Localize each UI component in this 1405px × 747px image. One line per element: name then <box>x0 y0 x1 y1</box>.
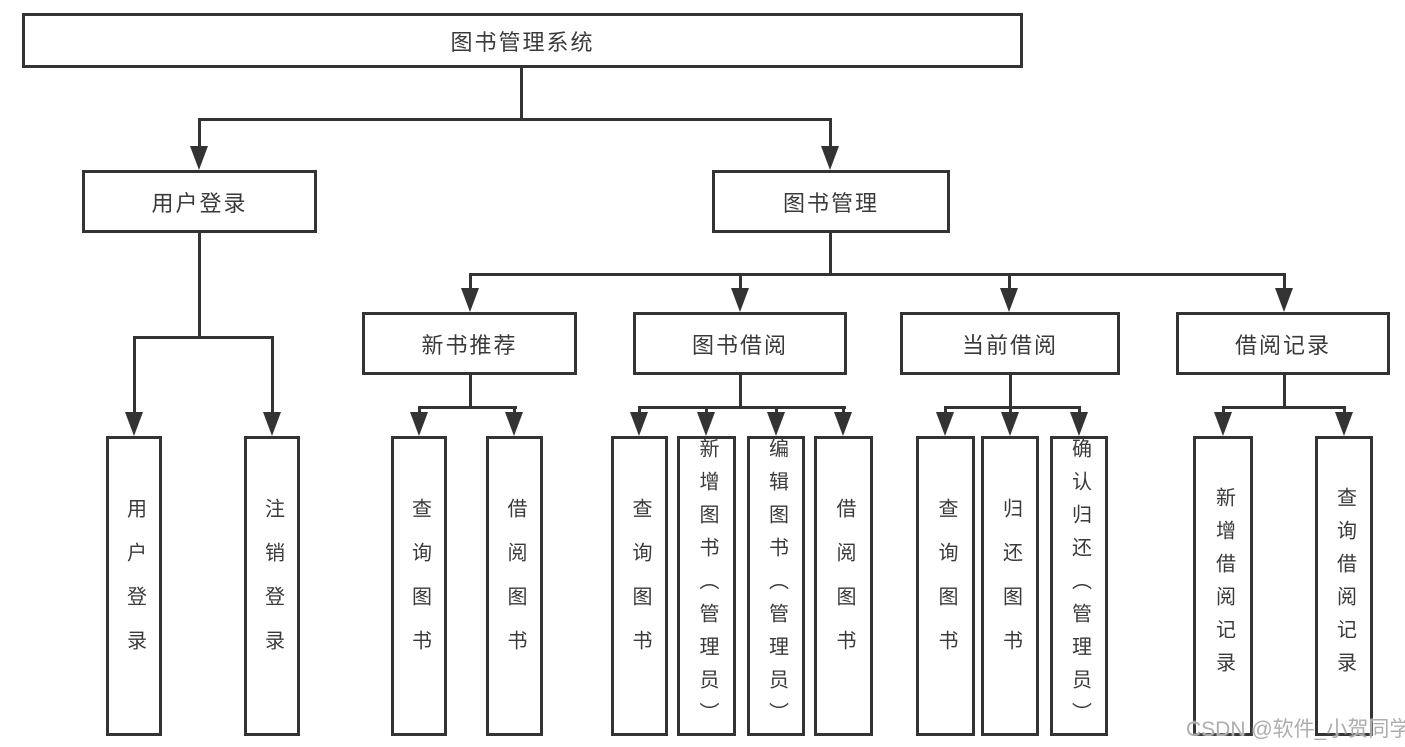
connector-line <box>418 406 517 409</box>
arrow-down-icon <box>1335 412 1353 436</box>
node-label: 图书管理 <box>782 190 879 216</box>
leaf-label: 编辑图书（管理员） <box>765 437 788 735</box>
arrow-down-icon <box>767 412 785 436</box>
arrow-down-icon <box>505 412 523 436</box>
leaf-confirm-return-admin: 确认归还（管理员） <box>1050 436 1108 736</box>
node-current-borrowing: 当前借阅 <box>900 312 1120 375</box>
leaf-label: 查询图书 <box>408 498 431 674</box>
connector-line <box>739 375 742 406</box>
connector-line <box>944 406 1081 409</box>
leaf-label: 新增借阅记录 <box>1212 487 1235 685</box>
arrow-down-icon <box>461 288 479 312</box>
connector-line <box>1222 406 1346 409</box>
node-label: 图书借阅 <box>691 332 788 358</box>
connector-line <box>513 406 516 412</box>
connector-line <box>133 336 136 412</box>
leaf-edit-books-admin: 编辑图书（管理员） <box>747 436 805 736</box>
arrow-down-icon <box>1275 288 1293 312</box>
leaf-add-books-admin: 新增图书（管理员） <box>677 436 736 736</box>
connector-line <box>705 406 708 412</box>
connector-line <box>469 375 472 406</box>
leaf-label: 归还图书 <box>999 498 1022 674</box>
connector-line <box>1009 375 1012 406</box>
arrow-down-icon <box>821 146 839 170</box>
leaf-label: 借阅图书 <box>504 498 526 674</box>
connector-line <box>1078 406 1081 412</box>
arrow-down-icon <box>190 146 208 170</box>
arrow-down-icon <box>1001 412 1019 436</box>
arrow-down-icon <box>936 412 954 436</box>
connector-line <box>1283 273 1286 288</box>
arrow-down-icon <box>1000 288 1018 312</box>
connector-line <box>829 118 832 146</box>
arrow-down-icon <box>697 412 715 436</box>
connector-line <box>1283 375 1286 406</box>
leaf-label: 注销登录 <box>261 498 284 674</box>
leaf-logout: 注销登录 <box>244 436 300 736</box>
arrow-down-icon <box>263 412 281 436</box>
arrow-down-icon <box>1070 412 1088 436</box>
connector-line <box>198 233 201 336</box>
arrow-down-icon <box>731 288 749 312</box>
connector-line <box>418 406 421 412</box>
leaf-label: 查询借阅记录 <box>1333 487 1356 685</box>
leaf-query-borrow-record: 查询借阅记录 <box>1315 436 1373 736</box>
node-book-management: 图书管理 <box>712 170 950 233</box>
node-user-login: 用户登录 <box>82 170 317 233</box>
connector-line <box>469 273 1286 276</box>
leaf-label: 确认归还（管理员） <box>1068 437 1091 735</box>
leaf-label: 用户登录 <box>123 498 146 674</box>
leaf-query-books-borrowing: 查询图书 <box>611 436 668 736</box>
connector-line <box>520 66 523 118</box>
connector-line <box>829 233 832 273</box>
leaf-query-books-current: 查询图书 <box>916 436 975 736</box>
node-label: 用户登录 <box>151 190 248 216</box>
leaf-borrow-books-recommend: 借阅图书 <box>486 436 543 736</box>
arrow-down-icon <box>630 412 648 436</box>
connector-line <box>842 406 845 412</box>
connector-line <box>944 406 947 412</box>
connector-line <box>638 406 641 412</box>
node-library-management-system: 图书管理系统 <box>22 13 1023 68</box>
csdn-watermark: CSDN @软件_小贺同学 <box>1186 718 1405 741</box>
arrow-down-icon <box>834 412 852 436</box>
node-label: 新书推荐 <box>421 332 518 358</box>
node-new-book-recommendation: 新书推荐 <box>362 312 577 375</box>
connector-line <box>133 336 274 339</box>
connector-line <box>1222 406 1225 412</box>
connector-line <box>638 406 846 409</box>
leaf-label: 借阅图书 <box>833 498 855 674</box>
connector-line <box>1009 406 1012 412</box>
connector-line <box>198 118 832 121</box>
connector-line <box>271 336 274 412</box>
node-label: 借阅记录 <box>1234 332 1331 358</box>
node-book-borrowing: 图书借阅 <box>633 312 847 375</box>
node-label: 当前借阅 <box>961 332 1058 358</box>
connector-line <box>739 273 742 288</box>
leaf-label: 查询图书 <box>629 498 651 674</box>
leaf-query-books-recommend: 查询图书 <box>391 436 447 736</box>
leaf-return-books: 归还图书 <box>981 436 1039 736</box>
leaf-borrow-books-borrowing: 借阅图书 <box>814 436 873 736</box>
leaf-label: 查询图书 <box>935 498 957 674</box>
node-label: 图书管理系统 <box>450 29 595 55</box>
arrow-down-icon <box>125 412 143 436</box>
leaf-label: 新增图书（管理员） <box>696 437 718 735</box>
arrow-down-icon <box>410 412 428 436</box>
connector-line <box>198 118 201 146</box>
connector-line <box>469 273 472 288</box>
arrow-down-icon <box>1214 412 1232 436</box>
leaf-user-login: 用户登录 <box>106 436 162 736</box>
leaf-add-borrow-record: 新增借阅记录 <box>1193 436 1253 736</box>
connector-line <box>1008 273 1011 288</box>
node-borrowing-records: 借阅记录 <box>1176 312 1390 375</box>
connector-line <box>775 406 778 412</box>
connector-line <box>1343 406 1346 412</box>
